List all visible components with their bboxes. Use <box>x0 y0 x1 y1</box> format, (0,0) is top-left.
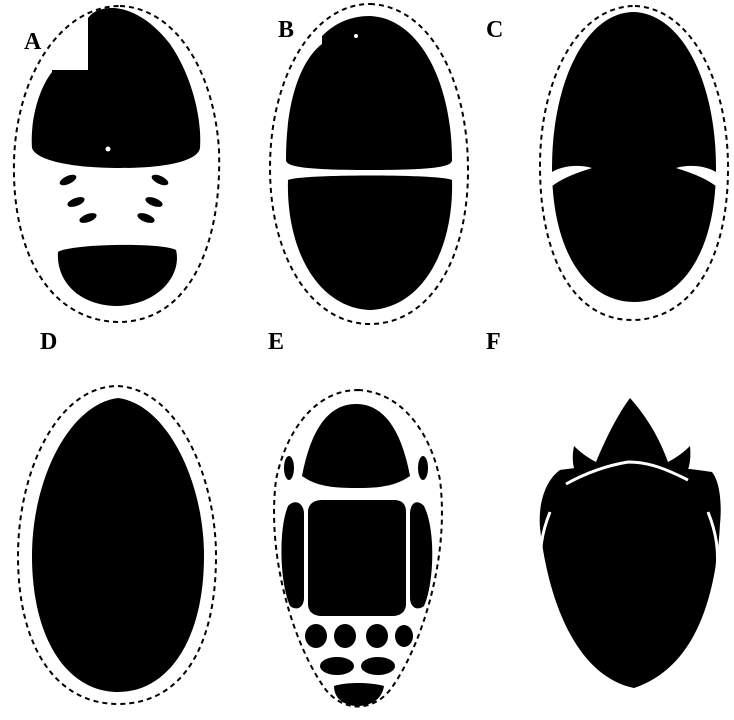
panel-e-lower-spot <box>395 625 413 647</box>
panel-e-lower-spot <box>361 657 395 675</box>
panel-a-spot <box>136 211 156 225</box>
panel-b-pore <box>354 34 358 38</box>
panel-f <box>540 398 721 688</box>
panel-a-top-shield <box>32 8 201 168</box>
panel-e-center-plate <box>308 500 406 616</box>
panel-e-shoulder-spot <box>418 456 428 480</box>
panel-e-shoulder-spot <box>284 456 294 480</box>
panel-e-lower-spot <box>366 624 388 648</box>
panel-a <box>14 6 219 322</box>
panel-a-spot <box>58 173 78 188</box>
panel-label-f: F <box>486 330 501 354</box>
panel-a-bottom-plate <box>58 245 177 306</box>
panel-a-spot <box>78 211 98 225</box>
panel-e-lower-spot <box>305 624 327 648</box>
panel-e-lower-spot <box>320 657 354 675</box>
panel-d <box>18 386 216 704</box>
panel-a-spot <box>150 173 170 188</box>
panel-e-right-plate <box>410 502 432 608</box>
panel-label-e: E <box>268 330 284 354</box>
panel-a-spot <box>144 195 164 209</box>
panel-a-spot <box>66 195 86 209</box>
panel-b-upper-half <box>286 16 452 170</box>
panel-label-c: C <box>486 18 503 42</box>
panel-d-body <box>32 398 204 692</box>
panel-b-lower-half <box>288 176 452 311</box>
panel-c-body <box>552 12 716 302</box>
panel-label-d: D <box>40 330 57 354</box>
panel-b <box>270 4 468 324</box>
panel-e <box>274 390 442 707</box>
panel-e-top-plate <box>302 404 410 488</box>
panel-a-pore <box>105 146 111 152</box>
panel-f-body <box>540 466 721 688</box>
panel-label-a: A <box>24 30 41 54</box>
panel-c <box>540 6 728 320</box>
panel-e-lower-spot <box>334 624 356 648</box>
panel-label-b: B <box>278 18 294 42</box>
